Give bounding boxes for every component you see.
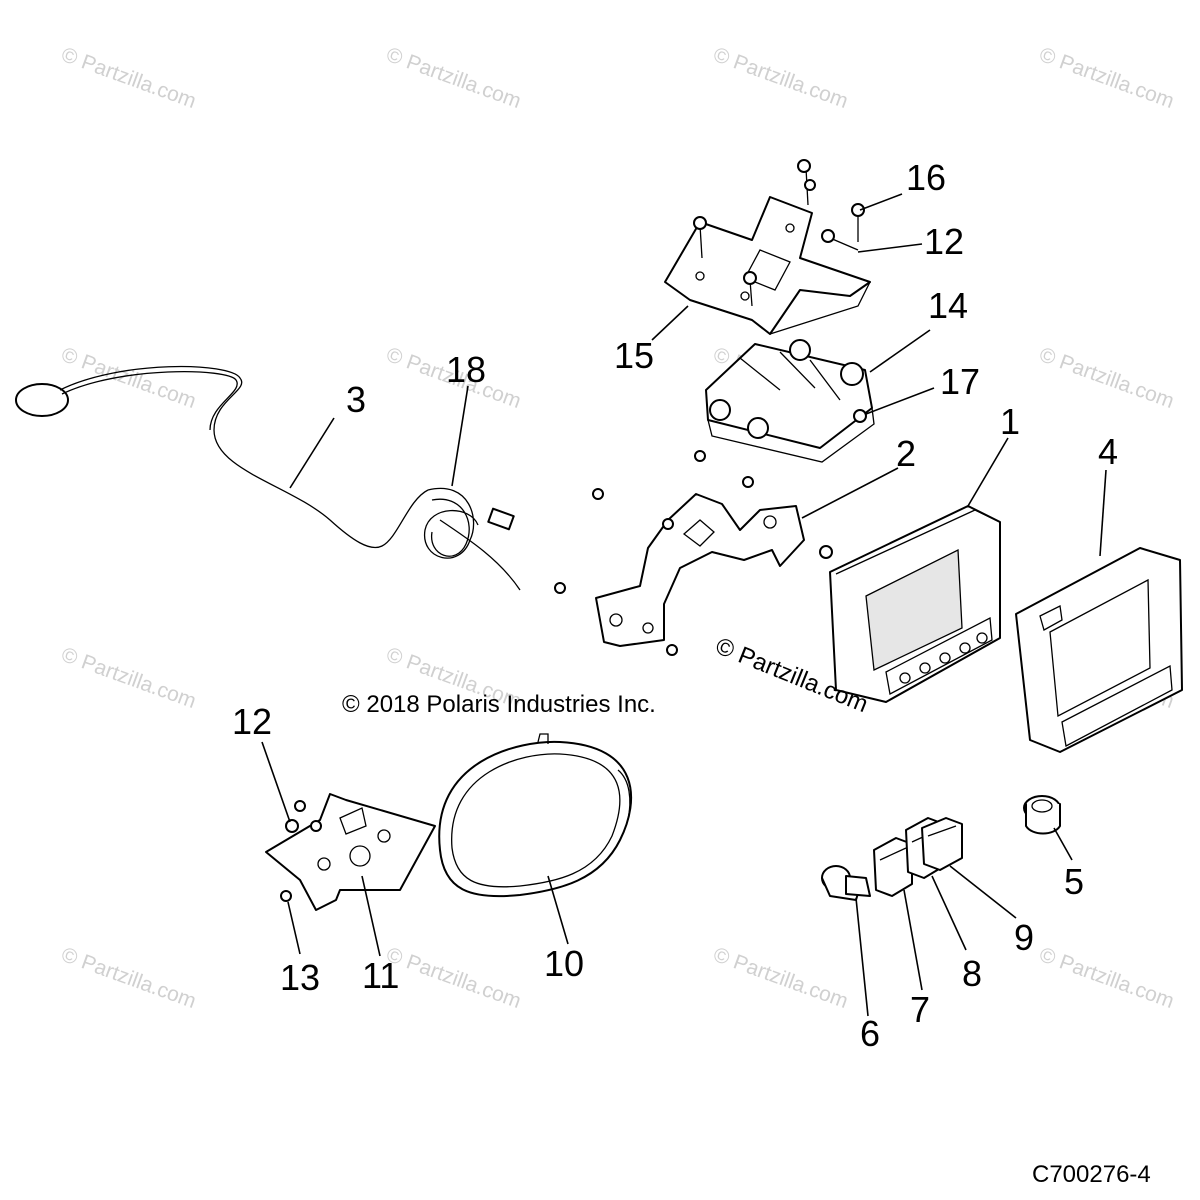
outlet-part-5 <box>1023 795 1061 835</box>
callouts: 1 2 3 4 5 6 7 8 9 10 11 12 13 14 15 16 1… <box>232 157 1118 1054</box>
diagram-id: C700276-4 <box>1032 1161 1151 1188</box>
watermark: © Partzilla.com <box>58 43 199 113</box>
leader-lines <box>261 193 1107 1017</box>
antenna-part-3 <box>15 365 429 549</box>
callout-10: 10 <box>544 943 584 984</box>
watermark: © Partzilla.com <box>1036 43 1177 113</box>
bolt-part-12-top <box>821 229 859 251</box>
callout-1: 1 <box>1000 401 1020 442</box>
switch-part-9 <box>921 817 963 871</box>
watermark: © Partzilla.com <box>58 343 199 413</box>
callout-17: 17 <box>940 361 980 402</box>
watermark: © Partzilla.com <box>710 943 851 1013</box>
ignition-part-6 <box>821 865 871 901</box>
bolt-part-12-bottom <box>285 800 322 833</box>
callout-3: 3 <box>346 379 366 420</box>
screws-part-16 <box>693 159 865 307</box>
callout-16: 16 <box>906 157 946 198</box>
module-part-14 <box>694 339 875 488</box>
watermark: © Partzilla.com <box>383 943 524 1013</box>
callout-8: 8 <box>962 953 982 994</box>
callout-14: 14 <box>928 285 968 326</box>
switch-part-7 <box>873 837 913 897</box>
screw-part-13 <box>280 890 292 902</box>
fasteners-part-2 <box>554 488 833 656</box>
callout-12-top: 12 <box>924 221 964 262</box>
watermark: © Partzilla.com <box>58 643 199 713</box>
watermark: © Partzilla.com <box>58 943 199 1013</box>
nut-part-17 <box>853 409 867 423</box>
callout-13: 13 <box>280 957 320 998</box>
watermark: © Partzilla.com <box>710 43 851 113</box>
callout-2: 2 <box>896 433 916 474</box>
bracket-part-2 <box>595 493 805 647</box>
bracket-part-11 <box>265 793 436 911</box>
callout-9: 9 <box>1014 917 1034 958</box>
bezel-part-4 <box>1015 547 1183 753</box>
display-part-1 <box>829 505 1001 703</box>
copyright-notice: © 2018 Polaris Industries Inc. <box>342 691 656 718</box>
callout-5: 5 <box>1064 861 1084 902</box>
watermark: © Partzilla.com <box>1036 343 1177 413</box>
harness-part-18 <box>424 487 521 591</box>
callout-4: 4 <box>1098 431 1118 472</box>
callout-15: 15 <box>614 335 654 376</box>
watermark: © Partzilla.com <box>383 43 524 113</box>
watermarks: © Partzilla.com © Partzilla.com © Partzi… <box>58 43 1177 1013</box>
gauge-part-10 <box>438 733 633 898</box>
callout-7: 7 <box>910 989 930 1030</box>
callout-12-bottom: 12 <box>232 701 272 742</box>
watermark: © Partzilla.com <box>1036 943 1177 1013</box>
callout-18: 18 <box>446 349 486 390</box>
bracket-part-15 <box>664 196 871 335</box>
callout-11: 11 <box>362 955 399 996</box>
callout-6: 6 <box>860 1013 880 1054</box>
